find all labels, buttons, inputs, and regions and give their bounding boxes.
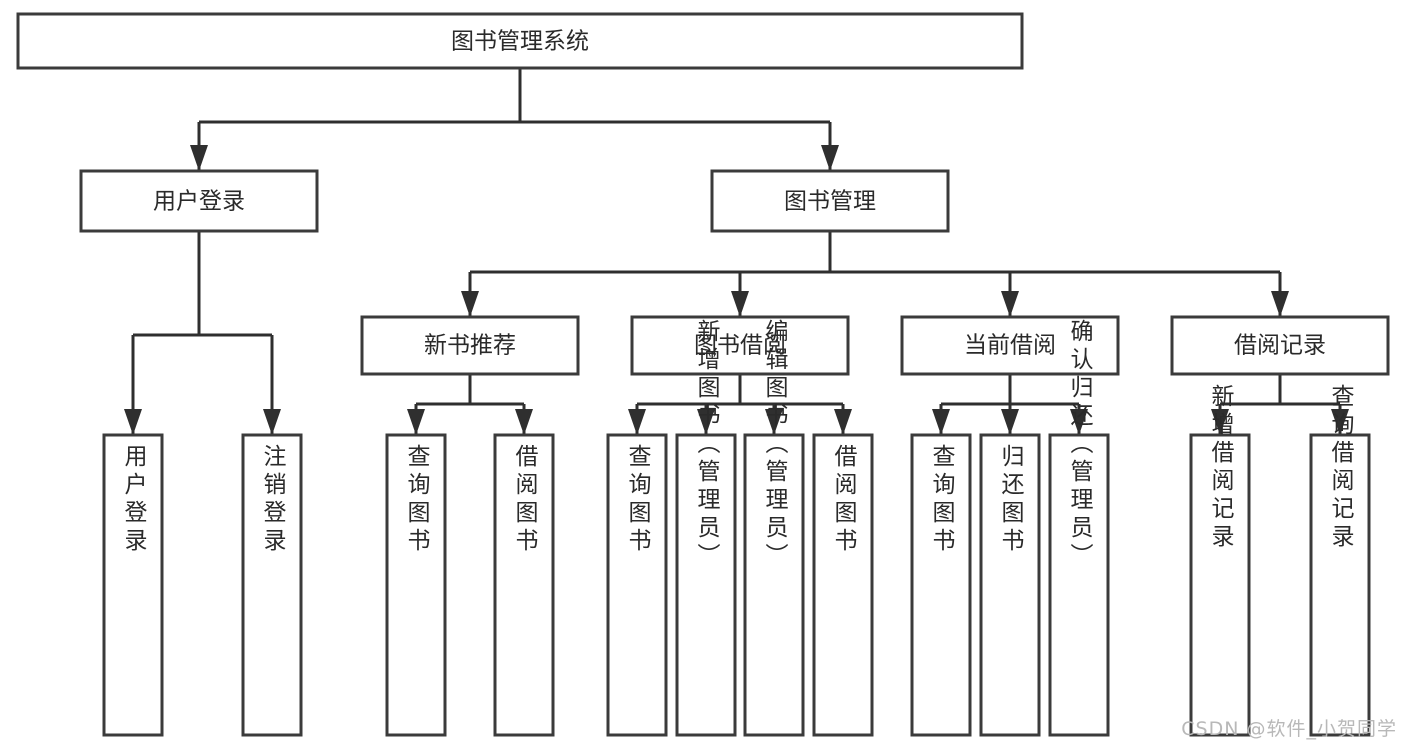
node-box-root[interactable] — [16, 12, 1024, 70]
arrow-head-icon — [1271, 291, 1289, 317]
node-box-borrow-records[interactable] — [1170, 315, 1390, 376]
arrow-head-icon — [697, 409, 715, 435]
node-box-leaf-bb-query-book[interactable] — [606, 433, 668, 737]
node-label-leaf-br-query-record: 查询借阅记录 — [1327, 384, 1355, 552]
node-box-new-book-recommend[interactable] — [360, 315, 580, 376]
node-leaf-br-add-record[interactable]: 新增借阅记录 — [1189, 384, 1251, 737]
node-leaf-bb-edit-book[interactable]: 编辑图书（管理员） — [743, 319, 805, 737]
node-current-borrow[interactable]: 当前借阅 — [900, 315, 1120, 376]
node-leaf-br-query-record[interactable]: 查询借阅记录 — [1309, 384, 1371, 737]
arrow-head-icon — [1331, 409, 1349, 435]
arrow-head-icon — [124, 409, 142, 435]
node-box-leaf-br-add-record[interactable] — [1189, 433, 1251, 737]
node-leaf-nb-query-book[interactable]: 查询图书 — [385, 433, 447, 737]
node-box-leaf-bb-add-book[interactable] — [675, 433, 737, 737]
node-box-leaf-bb-borrow-book[interactable] — [812, 433, 874, 737]
node-box-leaf-cb-return-book[interactable] — [979, 433, 1041, 737]
arrow-head-icon — [263, 409, 281, 435]
arrow-head-icon — [1211, 409, 1229, 435]
node-box-leaf-cb-query-book[interactable] — [910, 433, 972, 737]
arrow-head-icon — [407, 409, 425, 435]
node-label-borrow-records: 借阅记录 — [1234, 333, 1326, 359]
node-leaf-bb-add-book[interactable]: 新增图书（管理员） — [675, 319, 737, 737]
node-label-root: 图书管理系统 — [451, 29, 589, 55]
node-label-leaf-user-login: 用户登录 — [120, 444, 148, 556]
node-box-leaf-bb-edit-book[interactable] — [743, 433, 805, 737]
node-label-leaf-nb-borrow-book: 借阅图书 — [511, 444, 539, 556]
node-label-new-book-recommend: 新书推荐 — [424, 333, 516, 359]
node-label-leaf-bb-edit-book: 编辑图书（管理员） — [761, 319, 789, 571]
arrow-head-icon — [190, 145, 208, 171]
node-book-borrow[interactable]: 图书借阅 — [630, 315, 850, 376]
arrow-head-icon — [461, 291, 479, 317]
node-label-leaf-br-add-record: 新增借阅记录 — [1207, 384, 1235, 552]
node-label-user-login: 用户登录 — [153, 189, 245, 215]
node-label-leaf-cb-query-book: 查询图书 — [928, 444, 956, 556]
node-leaf-logout[interactable]: 注销登录 — [241, 433, 303, 737]
node-label-leaf-bb-query-book: 查询图书 — [624, 444, 652, 556]
node-box-user-login[interactable] — [79, 169, 319, 233]
arrow-head-icon — [1070, 409, 1088, 435]
arrow-head-icon — [1001, 409, 1019, 435]
node-leaf-cb-return-book[interactable]: 归还图书 — [979, 433, 1041, 737]
node-label-leaf-logout: 注销登录 — [259, 444, 287, 556]
node-label-book-borrow: 图书借阅 — [694, 333, 786, 359]
node-label-current-borrow: 当前借阅 — [964, 333, 1056, 359]
arrow-head-icon — [821, 145, 839, 171]
arrow-head-icon — [515, 409, 533, 435]
node-leaf-nb-borrow-book[interactable]: 借阅图书 — [493, 433, 555, 737]
node-user-login[interactable]: 用户登录 — [79, 169, 319, 233]
node-box-leaf-cb-confirm-return[interactable] — [1048, 433, 1110, 737]
node-label-leaf-cb-confirm-return: 确认归还（管理员） — [1066, 319, 1094, 571]
arrow-head-icon — [1001, 291, 1019, 317]
node-leaf-cb-query-book[interactable]: 查询图书 — [910, 433, 972, 737]
node-box-book-borrow[interactable] — [630, 315, 850, 376]
node-new-book-recommend[interactable]: 新书推荐 — [360, 315, 580, 376]
node-leaf-user-login[interactable]: 用户登录 — [102, 433, 164, 737]
arrow-head-icon — [765, 409, 783, 435]
connector-layer — [124, 68, 1349, 435]
arrow-head-icon — [932, 409, 950, 435]
node-borrow-records[interactable]: 借阅记录 — [1170, 315, 1390, 376]
node-box-leaf-nb-borrow-book[interactable] — [493, 433, 555, 737]
node-leaf-bb-borrow-book[interactable]: 借阅图书 — [812, 433, 874, 737]
node-label-leaf-nb-query-book: 查询图书 — [403, 444, 431, 556]
node-label-leaf-cb-return-book: 归还图书 — [997, 444, 1025, 556]
node-box-leaf-logout[interactable] — [241, 433, 303, 737]
arrow-head-icon — [731, 291, 749, 317]
node-label-leaf-bb-borrow-book: 借阅图书 — [830, 444, 858, 556]
node-box-current-borrow[interactable] — [900, 315, 1120, 376]
node-leaf-bb-query-book[interactable]: 查询图书 — [606, 433, 668, 737]
node-box-book-management[interactable] — [710, 169, 950, 233]
arrow-head-icon — [628, 409, 646, 435]
node-label-leaf-bb-add-book: 新增图书（管理员） — [693, 319, 721, 571]
node-box-leaf-nb-query-book[interactable] — [385, 433, 447, 737]
node-box-leaf-user-login[interactable] — [102, 433, 164, 737]
node-root[interactable]: 图书管理系统 — [16, 12, 1024, 70]
arrow-head-icon — [834, 409, 852, 435]
node-label-book-management: 图书管理 — [784, 189, 876, 215]
node-box-leaf-br-query-record[interactable] — [1309, 433, 1371, 737]
node-leaf-cb-confirm-return[interactable]: 确认归还（管理员） — [1048, 319, 1110, 737]
node-book-management[interactable]: 图书管理 — [710, 169, 950, 233]
